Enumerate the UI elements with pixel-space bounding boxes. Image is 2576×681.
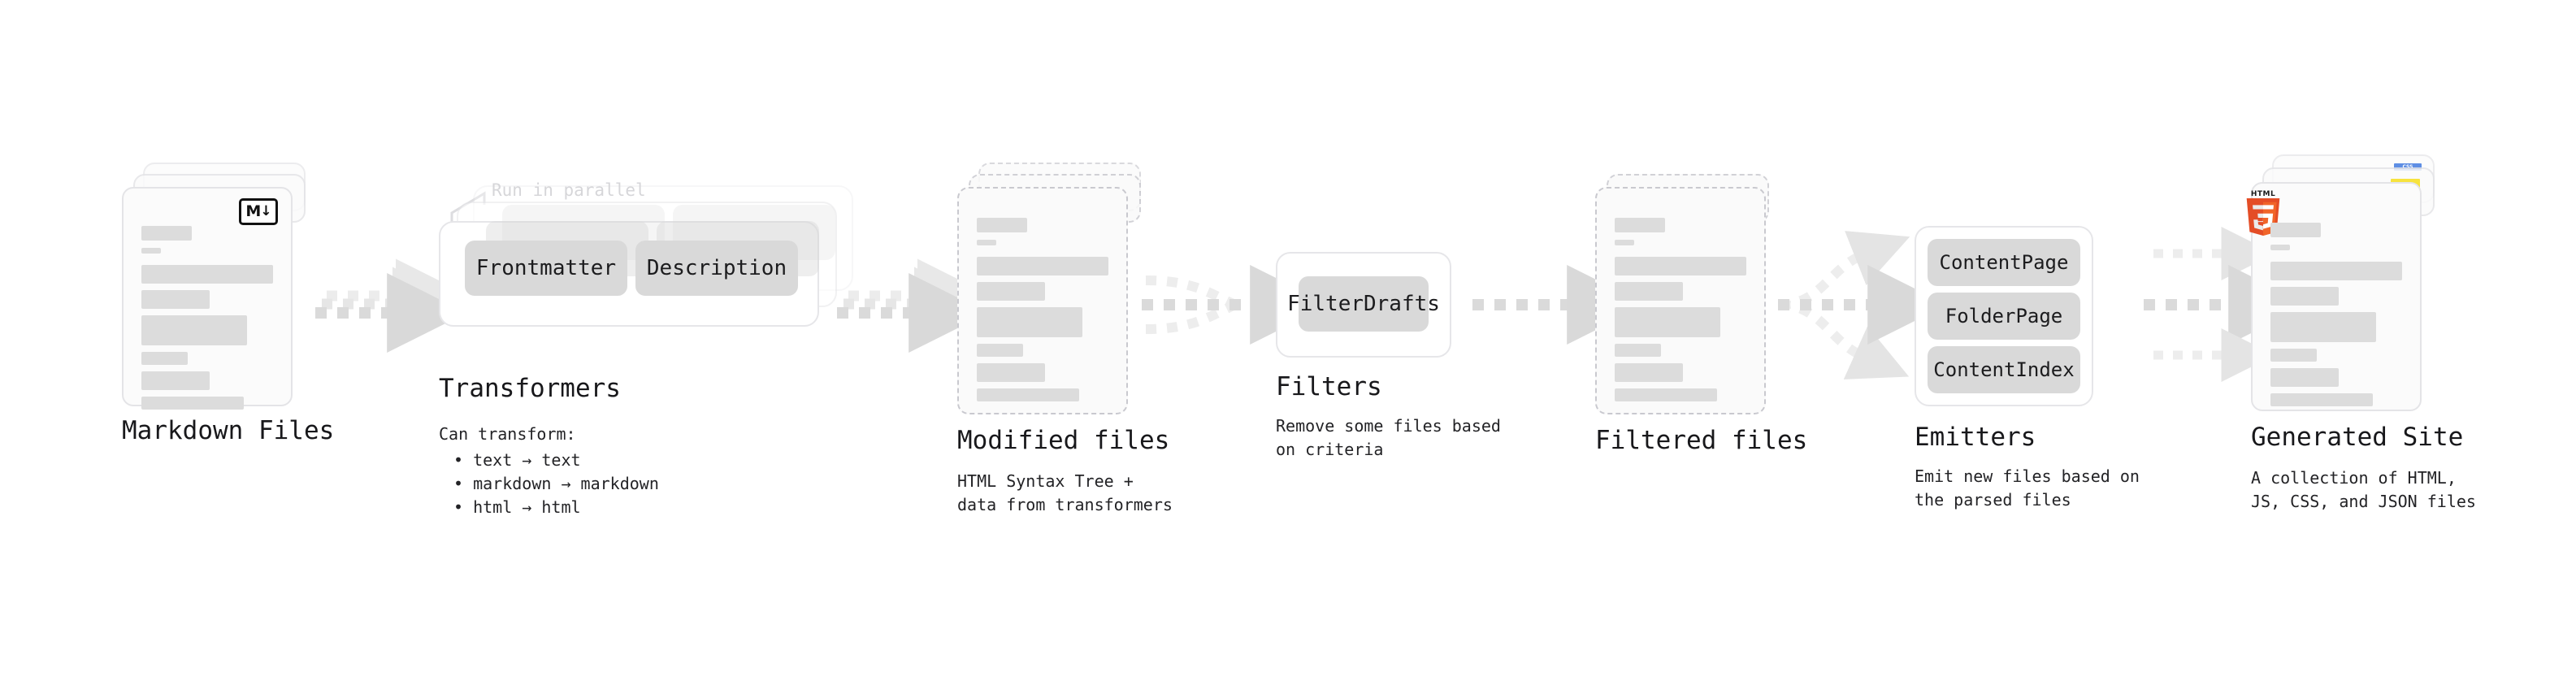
stage-title-emitters: Emitters bbox=[1915, 423, 2036, 452]
stage-generated-site: CSS HTML bbox=[2246, 154, 2476, 511]
file-card-skeleton bbox=[1615, 218, 1746, 409]
stage-subtitle-modified-files: HTML Syntax Tree + data from transformer… bbox=[957, 471, 1173, 514]
stage-title-markdown-files: Markdown Files bbox=[122, 416, 335, 445]
transformers-bullet-1: • markdown → markdown bbox=[453, 474, 659, 493]
stage-title-filtered-files: Filtered files bbox=[1595, 426, 1808, 455]
html5-icon-wordmark: HTML bbox=[2250, 190, 2276, 198]
transformer-pill-description-label: Description bbox=[646, 256, 787, 280]
stage-subtitle-generated-site: A collection of HTML, JS, CSS, and JSON … bbox=[2251, 468, 2476, 511]
file-card-front bbox=[1595, 187, 1766, 414]
transformer-pill-frontmatter-label: Frontmatter bbox=[475, 256, 617, 280]
emitter-pill-contentpage-label: ContentPage bbox=[1939, 251, 2069, 274]
arrow-emitters-to-site bbox=[2144, 227, 2309, 382]
stage-subtitle-emitters: Emit new files based on the parsed files bbox=[1915, 466, 2140, 510]
transformers-box-stack: Frontmatter Description bbox=[439, 163, 861, 374]
filters-box-stack: FilterDrafts bbox=[1276, 163, 1479, 358]
filter-pill-filterdrafts[interactable]: FilterDrafts bbox=[1287, 276, 1440, 332]
file-card-front-html: HTML bbox=[2246, 182, 2422, 414]
stage-filters: FilterDrafts Filters Remove some files b… bbox=[1276, 163, 1501, 459]
arrow-markdown-to-transformers bbox=[315, 258, 470, 353]
run-in-parallel-label: Run in parallel bbox=[492, 180, 646, 200]
stage-title-modified-files: Modified files bbox=[957, 426, 1170, 455]
transformers-bullets: • text → text • markdown → markdown • ht… bbox=[453, 449, 659, 519]
file-card-skeleton bbox=[977, 218, 1108, 409]
emitter-pill-contentindex-label: ContentIndex bbox=[1933, 358, 2075, 381]
file-card-front: M↓ bbox=[122, 187, 293, 410]
stage-subtitle-transformers: Can transform: bbox=[439, 424, 576, 444]
markdown-icon-letter: M bbox=[245, 202, 261, 220]
filtered-file-stack bbox=[1595, 163, 1798, 414]
emitter-pill-folderpage-label: FolderPage bbox=[1945, 305, 2063, 327]
emitter-pill-contentindex[interactable]: ContentIndex bbox=[1928, 346, 2080, 393]
transformer-pill-frontmatter[interactable]: Frontmatter bbox=[465, 241, 627, 296]
stage-filtered-files: Filtered files bbox=[1595, 163, 1807, 455]
file-card-skeleton bbox=[2270, 223, 2402, 414]
stage-title-generated-site: Generated Site bbox=[2251, 423, 2464, 452]
stage-transformers: Frontmatter Description Run in parallel … bbox=[439, 163, 861, 517]
transformers-bullet-2: • html → html bbox=[453, 497, 581, 517]
emitters-box-stack: ContentPage FolderPage ContentIndex bbox=[1915, 163, 2126, 406]
transformer-pill-description[interactable]: Description bbox=[635, 241, 798, 296]
stage-subtitle-filters: Remove some files based on criteria bbox=[1276, 416, 1501, 459]
markdown-icon-arrow: ↓ bbox=[260, 203, 271, 219]
stage-markdown-files: M↓ Markdown Files bbox=[122, 163, 334, 445]
file-card-skeleton bbox=[141, 226, 273, 417]
css-icon: CSS bbox=[2394, 163, 2422, 171]
filter-pill-filterdrafts-label: FilterDrafts bbox=[1287, 292, 1440, 316]
transformers-bullet-0: • text → text bbox=[453, 450, 581, 470]
emitter-pill-contentpage[interactable]: ContentPage bbox=[1928, 239, 2080, 286]
stage-modified-files: Modified files HTML Syntax Tree + data f… bbox=[957, 163, 1173, 514]
stage-title-filters: Filters bbox=[1276, 372, 1382, 401]
emitter-pill-folderpage[interactable]: FolderPage bbox=[1928, 293, 2080, 340]
generated-file-stack: CSS HTML bbox=[2246, 154, 2462, 414]
css-icon-label: CSS bbox=[2403, 164, 2413, 170]
modified-file-stack bbox=[957, 163, 1160, 414]
stage-emitters: ContentPage FolderPage ContentIndex Emit… bbox=[1915, 163, 2140, 510]
markdown-icon: M↓ bbox=[239, 198, 278, 225]
stage-title-transformers: Transformers bbox=[439, 374, 621, 403]
markdown-file-stack: M↓ bbox=[122, 163, 325, 410]
file-card-front bbox=[957, 187, 1128, 414]
